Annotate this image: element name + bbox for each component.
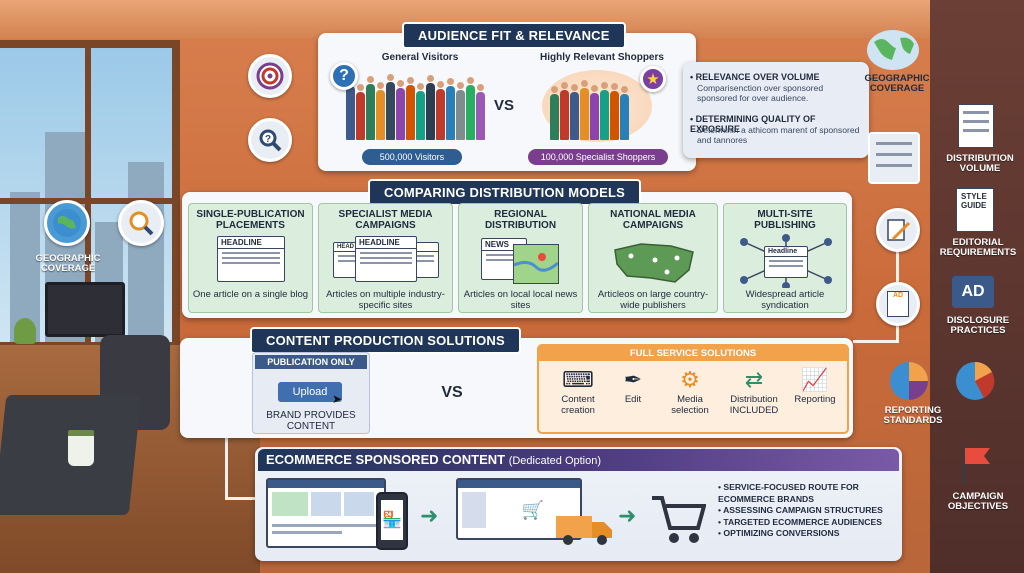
arrows-icon: ⇄	[744, 367, 764, 392]
card-desc: One article on a single blog	[192, 289, 309, 300]
pie-chart-icon	[888, 360, 930, 407]
quill-icon: ✒	[623, 367, 643, 392]
bullet-item: TARGETED ECOMMERCE AUDIENCES	[718, 517, 898, 529]
newspaper-icon: HEADLINE	[355, 236, 417, 282]
relevant-shoppers-crowd	[550, 80, 629, 140]
gears-icon: ⚙	[680, 367, 700, 392]
card-title: REGIONAL DISTRIBUTION	[484, 209, 557, 231]
document-stack-icon	[958, 104, 994, 148]
chart-icon: 📈	[801, 367, 829, 392]
pen-document-icon	[876, 208, 920, 252]
globe-icon-left	[44, 200, 90, 246]
relevant-shoppers-count: 100,000 Specialist Shoppers	[528, 149, 668, 165]
ad-icon: AD	[952, 276, 994, 308]
newspaper-stack-icon	[868, 132, 920, 184]
phone-icon: 🏪	[376, 492, 408, 550]
brand-provides-content: BRAND PROVIDES CONTENT	[266, 410, 356, 432]
search-magnifier-icon	[118, 200, 164, 246]
svg-text:?: ?	[265, 134, 271, 145]
style-guide-icon: STYLE GUIDE	[956, 188, 994, 232]
connector-line	[225, 438, 228, 498]
production-title: CONTENT PRODUCTION SOLUTIONS	[250, 327, 521, 354]
card-single-publication[interactable]: SINGLE-PUBLICATION PLACEMENTS HEADLINE O…	[188, 203, 313, 313]
editorial-requirements-label: EDITORIAL REQUIREMENTS	[939, 237, 1017, 259]
general-visitors-label: General Visitors	[381, 52, 459, 63]
magnifier-icon: ?	[248, 118, 292, 162]
card-regional-distribution[interactable]: REGIONAL DISTRIBUTION NEWS Articles on l…	[458, 203, 583, 313]
pie-chart-icon-2	[954, 360, 996, 407]
connector-line	[853, 340, 898, 343]
card-specialist-media[interactable]: SPECIALIST MEDIA CAMPAIGNS HEAD LINE HEA…	[318, 203, 453, 313]
geographic-coverage-left-label: GEOGRAPHIC COVERAGE	[35, 253, 101, 275]
ecommerce-bullets: SERVICE-FOCUSED ROUTE FOR ECOMMERCE BRAN…	[718, 482, 898, 540]
card-title: MULTI-SITE PUBLISHING	[754, 209, 816, 231]
disclosure-practices-label: DISCLOSURE PRACTICES	[946, 315, 1010, 337]
ad-document-icon: AD	[876, 282, 920, 326]
production-vs: VS	[441, 384, 463, 401]
card-desc: Articles on local local news sites	[463, 289, 578, 311]
general-visitors-crowd	[346, 74, 485, 140]
card-multi-site[interactable]: MULTI-SITE PUBLISHING Headline Widesprea…	[723, 203, 847, 313]
plant	[14, 318, 36, 344]
audience-title: AUDIENCE FIT & RELEVANCE	[402, 22, 626, 49]
card-national-media[interactable]: NATIONAL MEDIA CAMPAIGNS Articleos on la…	[588, 203, 718, 313]
tool-media-selection: ⚙Media selection	[662, 367, 718, 416]
ecommerce-header-bar	[258, 449, 899, 471]
upload-button[interactable]: Upload	[278, 382, 342, 402]
monitor	[45, 282, 125, 337]
arrow-icon: ➜	[618, 503, 637, 528]
flag-icon	[960, 444, 994, 489]
delivery-truck-icon	[556, 512, 612, 545]
bullet-item: OPTIMIZING CONVERSIONS	[718, 528, 898, 540]
note-relevance-text: Comparisenction over sponsored sponsored…	[697, 83, 824, 103]
star-icon: ★	[640, 66, 666, 92]
distribution-volume-label: DISTRIBUTION VOLUME	[946, 153, 1014, 175]
note-quality-text: Determinin a athicom marent of sponsored…	[697, 125, 860, 145]
us-map-icon	[611, 240, 697, 291]
note-quality-title: • DETERMINING QUALITY OF EXPOSURE	[690, 114, 816, 134]
card-desc: Articleos on large country-wide publishe…	[597, 289, 709, 311]
campaign-objectives-label: CAMPAIGN OBJECTIVES	[947, 491, 1009, 513]
card-title: SINGLE-PUBLICATION PLACEMENTS	[196, 209, 305, 231]
target-icon	[248, 54, 292, 98]
full-service-label: FULL SERVICE SOLUTIONS	[539, 346, 847, 361]
ecommerce-title: ECOMMERCE SPONSORED CONTENT (Dedicated O…	[266, 452, 602, 467]
shopping-cart-icon	[650, 492, 707, 546]
tool-edit: ✒Edit	[611, 367, 655, 406]
tool-reporting: 📈Reporting	[786, 367, 844, 406]
newspaper-icon: Headline	[764, 246, 808, 278]
general-visitors-count: 500,000 Visitors	[362, 149, 462, 165]
newspaper-icon: HEADLINE	[217, 236, 285, 282]
world-map-icon	[866, 28, 920, 72]
cursor-icon: ➤	[332, 392, 343, 406]
card-title: NATIONAL MEDIA CAMPAIGNS	[610, 209, 696, 231]
connector-line	[225, 497, 257, 500]
card-title: SPECIALIST MEDIA CAMPAIGNS	[338, 209, 433, 231]
coffee-cup	[68, 430, 94, 466]
distribution-title: COMPARING DISTRIBUTION MODELS	[368, 179, 641, 206]
tool-distribution: ⇄Distribution INCLUDED	[722, 367, 786, 416]
card-desc: Widespread article syndication	[745, 289, 825, 311]
audience-notes	[683, 62, 869, 158]
card-desc: Articles on multiple industry-specific s…	[326, 289, 445, 311]
map-icon	[513, 244, 559, 284]
tool-content-creation: ⌨Content creation	[551, 367, 605, 416]
question-icon: ?	[330, 62, 358, 90]
publication-only-label: PUBLICATION ONLY	[255, 355, 367, 369]
arrow-icon: ➜	[420, 503, 439, 528]
bullet-item: ASSESSING CAMPAIGN STRUCTURES	[718, 505, 898, 517]
relevant-shoppers-label: Highly Relevant Shoppers	[540, 52, 664, 63]
audience-vs: VS	[493, 97, 514, 114]
ecommerce-site-screen	[266, 478, 386, 548]
geographic-coverage-right-label: GEOGRAPHIC COVERAGE	[864, 73, 930, 95]
reporting-standards-label: REPORTING STANDARDS	[883, 405, 943, 427]
bullet-item: SERVICE-FOCUSED ROUTE FOR ECOMMERCE BRAN…	[718, 482, 898, 505]
note-relevance-title: • RELEVANCE OVER VOLUME	[690, 72, 820, 82]
typewriter-icon: ⌨	[562, 367, 594, 392]
